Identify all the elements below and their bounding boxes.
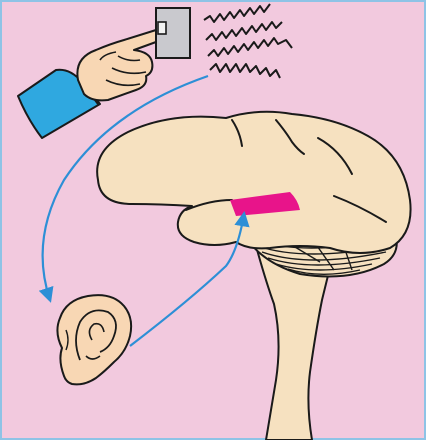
wall-switch-icon: [156, 8, 190, 58]
